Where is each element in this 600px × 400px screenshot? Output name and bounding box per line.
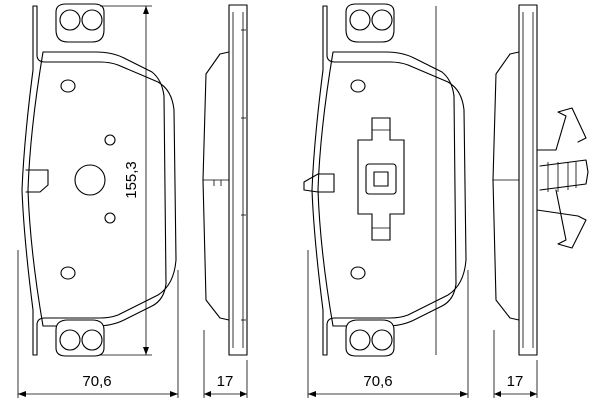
friction-material-outline xyxy=(27,51,167,327)
lower-oval-hole xyxy=(60,266,76,280)
bottom-lug-hole-right xyxy=(81,329,103,351)
retaining-clip xyxy=(357,117,405,241)
pad-side-view-with-clip xyxy=(492,4,589,356)
upper-pin-hole xyxy=(104,134,116,146)
pad-back-view xyxy=(303,3,467,357)
centre-hole xyxy=(74,164,106,196)
width-label-front: 70,6 xyxy=(82,373,111,390)
spring-clip xyxy=(536,107,589,249)
back-inner-outline xyxy=(317,51,457,327)
back-bottom-lug-hole-right xyxy=(371,329,393,351)
side-friction-block-2 xyxy=(492,51,520,321)
thickness-dimension-back: 17 xyxy=(493,330,538,398)
back-bottom-lug-hole-left xyxy=(349,329,371,351)
back-top-lug-hole-left xyxy=(349,9,371,31)
height-dimension-front: 155,3 xyxy=(100,5,152,356)
backing-plate-outline xyxy=(21,5,177,356)
back-upper-oval-hole xyxy=(350,79,366,93)
thickness-dimension-front: 17 xyxy=(203,330,248,398)
top-lug-hole-left xyxy=(59,9,81,31)
side-backing-plate-2 xyxy=(518,4,538,356)
top-lug-hole-right xyxy=(81,9,103,31)
width-label-back: 70,6 xyxy=(363,373,392,390)
side-notch xyxy=(25,169,49,193)
lower-pin-hole xyxy=(104,212,116,224)
width-dimension-front: 70,6 xyxy=(17,250,179,398)
back-lower-oval-hole xyxy=(350,266,366,280)
bottom-lug-hole-left xyxy=(59,329,81,351)
side-friction-block xyxy=(202,51,230,321)
upper-oval-hole xyxy=(60,79,76,93)
back-top-lug-hole-right xyxy=(371,9,393,31)
side-backing-plate xyxy=(228,4,248,356)
width-dimension-back: 70,6 xyxy=(307,250,469,398)
thickness-label-back: 17 xyxy=(507,373,524,390)
back-side-notch xyxy=(303,173,335,193)
clip-square-boss xyxy=(365,163,397,195)
pad-side-view xyxy=(202,4,248,356)
height-label: 155,3 xyxy=(123,161,140,199)
pad-front-view xyxy=(21,3,177,357)
thickness-label-front: 17 xyxy=(217,373,234,390)
clip-square-hole xyxy=(373,171,389,187)
